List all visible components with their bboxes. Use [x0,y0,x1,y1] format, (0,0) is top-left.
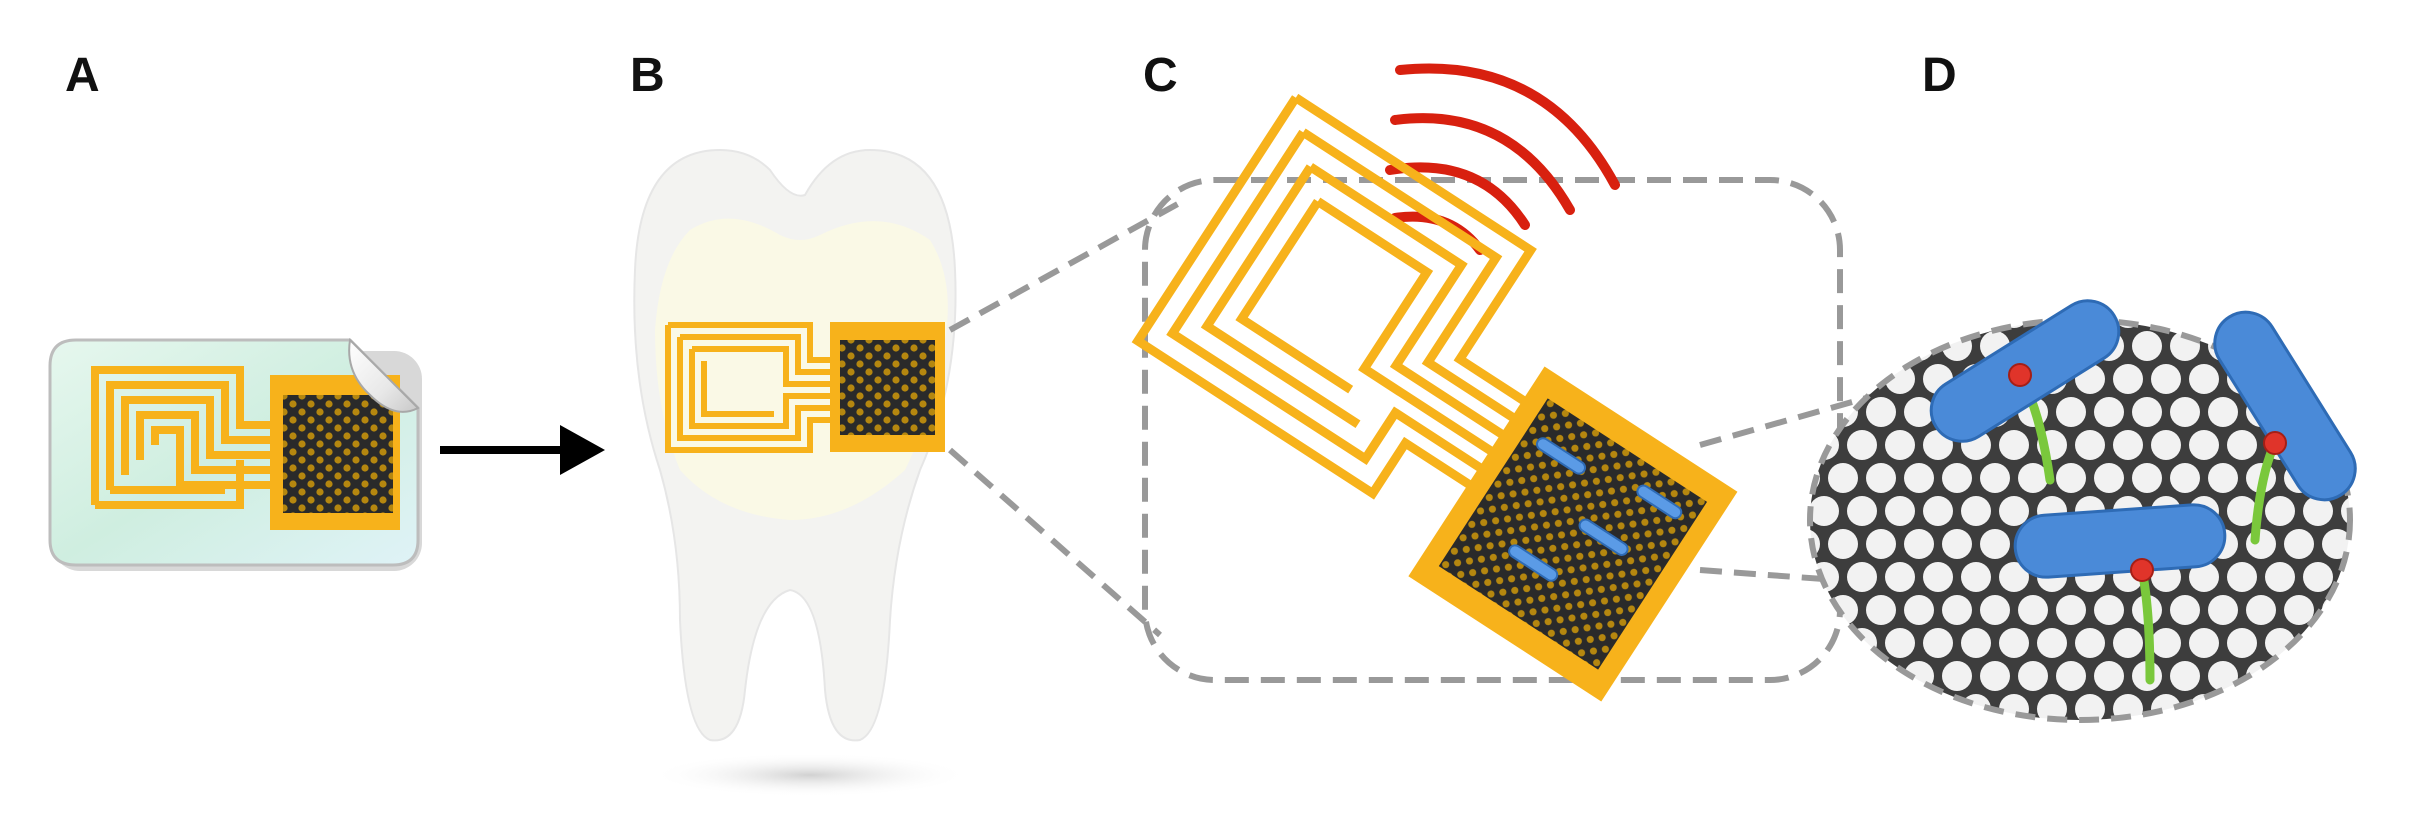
bacteria-icon [1929,299,2357,685]
sensor-tattoo-icon [48,337,422,571]
arrow-icon [440,425,605,475]
magnified-sensor [1131,63,1843,702]
panel-label-c: C [1143,49,1178,102]
zoom-lines-bc [948,197,1187,638]
tooth-icon [633,148,970,797]
wireless-signal-icon [1385,63,1620,255]
panel-label-d: D [1922,49,1957,102]
panel-label-b: B [630,49,665,102]
panel-label-a: A [65,49,100,102]
